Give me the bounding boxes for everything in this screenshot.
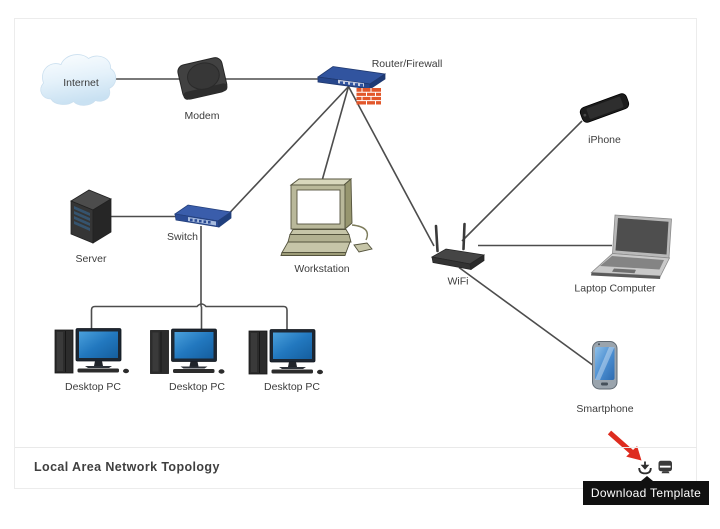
svg-text:Workstation: Workstation bbox=[294, 263, 349, 275]
svg-text:iPhone: iPhone bbox=[588, 134, 621, 146]
svg-text:Server: Server bbox=[76, 253, 107, 265]
svg-text:Internet: Internet bbox=[63, 77, 99, 89]
svg-text:Smartphone: Smartphone bbox=[576, 403, 633, 415]
svg-text:Laptop Computer: Laptop Computer bbox=[574, 283, 656, 295]
svg-text:Switch: Switch bbox=[167, 231, 198, 243]
svg-text:Router/Firewall: Router/Firewall bbox=[372, 58, 443, 70]
svg-text:WiFi: WiFi bbox=[448, 276, 469, 288]
svg-text:Desktop PC: Desktop PC bbox=[169, 381, 225, 393]
svg-text:Desktop PC: Desktop PC bbox=[264, 381, 320, 393]
svg-text:Desktop PC: Desktop PC bbox=[65, 381, 121, 393]
svg-text:Modem: Modem bbox=[184, 110, 219, 122]
